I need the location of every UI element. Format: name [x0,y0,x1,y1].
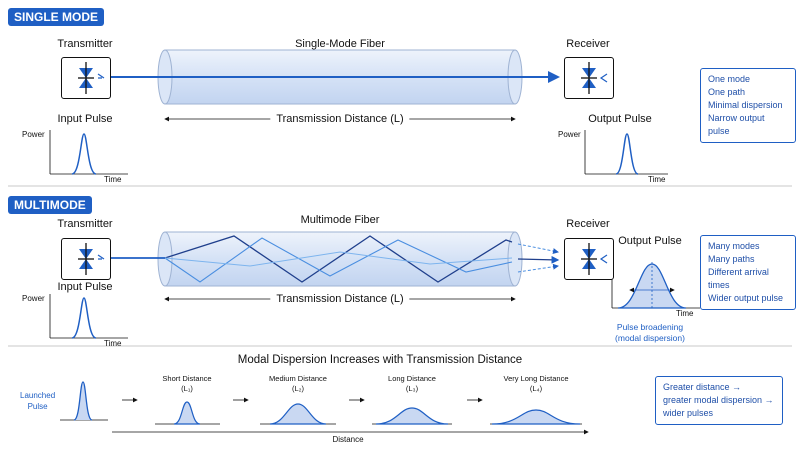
note-line: Narrow output pulse [708,113,765,136]
dispersion-summary-box: Greater distance → greater modal dispers… [655,376,783,425]
note-line: Many modes [708,241,760,251]
single-mode-badge: SINGLE MODE [8,8,105,26]
stage-name: Very Long Distance [503,374,569,383]
single-fiber-title: Single-Mode Fiber [295,38,385,50]
multimode-fiber [157,231,523,287]
multi-input-pulse-plot [49,294,128,339]
launched-line: Pulse [27,402,48,411]
single-receiver-device [564,57,614,99]
stage-name: Medium Distance [269,374,327,383]
stage-label-very-long: Very Long Distance (L₄) [503,374,568,394]
single-distance-label: Transmission Distance (L) [270,113,410,125]
summary-line: greater modal dispersion → [663,395,774,405]
multi-fiber-title: Multimode Fiber [300,214,380,226]
single-transmitter-device [61,57,111,99]
stage-name: Short Distance [162,374,212,383]
transmitter-led-icon [78,243,105,275]
launched-pulse-label: Launched Pulse [20,390,55,412]
note-line: Minimal dispersion [708,100,783,110]
single-input-pulse-plot [49,130,128,175]
broadening-line: Pulse broadening [616,322,684,332]
multimode-notes: Many modes Many paths Different arrival … [700,235,796,310]
distance-axis-label: Distance [332,435,364,444]
stage-label-long: Long Distance (L₃) [388,374,436,394]
multi-distance-label: Transmission Distance (L) [270,293,410,305]
broadening-line: (modal dispersion) [615,333,685,343]
single-output-pulse-plot [584,130,668,175]
single-input-pulse-label: Input Pulse [57,113,113,125]
stage-pulse-short [155,401,220,425]
single-output-power-axis: Power [558,130,581,139]
stage-label-short: Short Distance (L₁) [162,374,211,394]
single-transmitter-label: Transmitter [57,38,113,50]
multi-input-time-axis: Time [104,339,122,348]
stage-sub: (L₁) [181,384,193,393]
stage-sub: (L₃) [405,384,419,393]
multi-output-pulse-label: Output Pulse [618,235,682,247]
multi-input-power-axis: Power [22,294,45,303]
multi-receiver-device [564,238,614,280]
multi-receiver-label: Receiver [566,218,610,230]
multi-transmitter-device [61,238,111,280]
single-input-time-axis: Time [104,175,122,184]
single-receiver-label: Receiver [566,38,610,50]
multimode-ray-paths [111,235,560,283]
single-input-power-axis: Power [22,130,45,139]
stage-sub: (L₄) [529,384,543,393]
stage-pulse-medium [260,403,336,425]
stage-pulse-very-long [490,409,582,425]
dispersion-title: Modal Dispersion Increases with Transmis… [237,354,523,366]
note-line: Wider output pulse [708,293,784,303]
stage-name: Long Distance [388,374,436,383]
receiver-photodiode-icon [581,62,608,94]
multi-output-time-axis: Time [676,309,694,318]
summary-line: Greater distance → [663,382,742,392]
single-mode-notes: One mode One path Minimal dispersion Nar… [700,68,796,143]
stage-label-medium: Medium Distance (L₂) [269,374,327,394]
summary-line: wider pulses [663,408,714,418]
single-output-time-axis: Time [648,175,666,184]
multimode-badge: MULTIMODE [8,196,92,214]
multi-output-pulse-plot [611,252,700,309]
note-line: One mode [708,74,751,84]
note-line: Different arrival times [708,267,769,290]
note-line: Many paths [708,254,755,264]
multi-input-pulse-label: Input Pulse [57,281,113,293]
stage-sub: (L₂) [291,384,305,393]
transmitter-led-icon [78,62,105,94]
multi-transmitter-label: Transmitter [57,218,113,230]
stage-pulse-long [372,407,452,425]
pulse-broadening-caption: Pulse broadening (modal dispersion) [615,322,685,344]
launched-pulse-plot [60,381,108,421]
note-line: One path [708,87,746,97]
receiver-photodiode-icon [581,243,608,275]
launched-line: Launched [20,391,56,400]
single-output-pulse-label: Output Pulse [588,113,652,125]
